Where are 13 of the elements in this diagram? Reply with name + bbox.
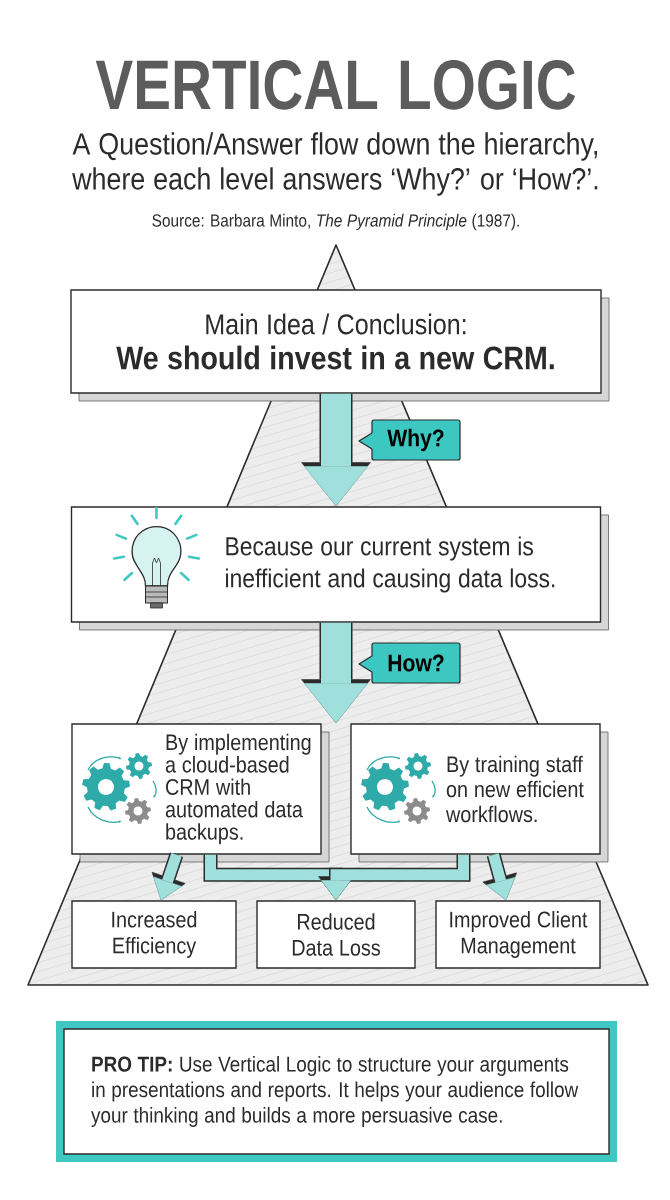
outcome-box: Reduced Data Loss: [256, 900, 416, 969]
statement-box: By training staff on new efficient workflows.: [350, 723, 609, 863]
edge-label: How?: [358, 642, 461, 684]
outcome-box: Improved Client Management: [435, 900, 601, 969]
statement-box: Main Idea / Conclusion: We should invest in a new CRM.: [70, 289, 610, 402]
subtitle: A Question/Answer flow down the hierarchy, where each level answers ‘Why?’ or ‘How?’.: [72, 132, 598, 196]
statement-box: Because our current system is inefficient and causing data loss.: [70, 506, 609, 631]
source-note: Source: Barbara Minto, The Pyramid Principle (1987).: [152, 213, 519, 231]
outcome-box: Increased Efficiency: [71, 900, 237, 969]
edge-label: Why?: [358, 419, 461, 461]
statement-box: By implementing a cloud-based CRM with automated data backups.: [71, 723, 330, 863]
tip-box: PRO TIP: Use Vertical Logic to structure your arguments in presentations and reports. It helps your audience follow your thinking and builds a more persuasive case.: [56, 1021, 617, 1162]
title: VERTICAL LOGIC: [95, 60, 576, 110]
